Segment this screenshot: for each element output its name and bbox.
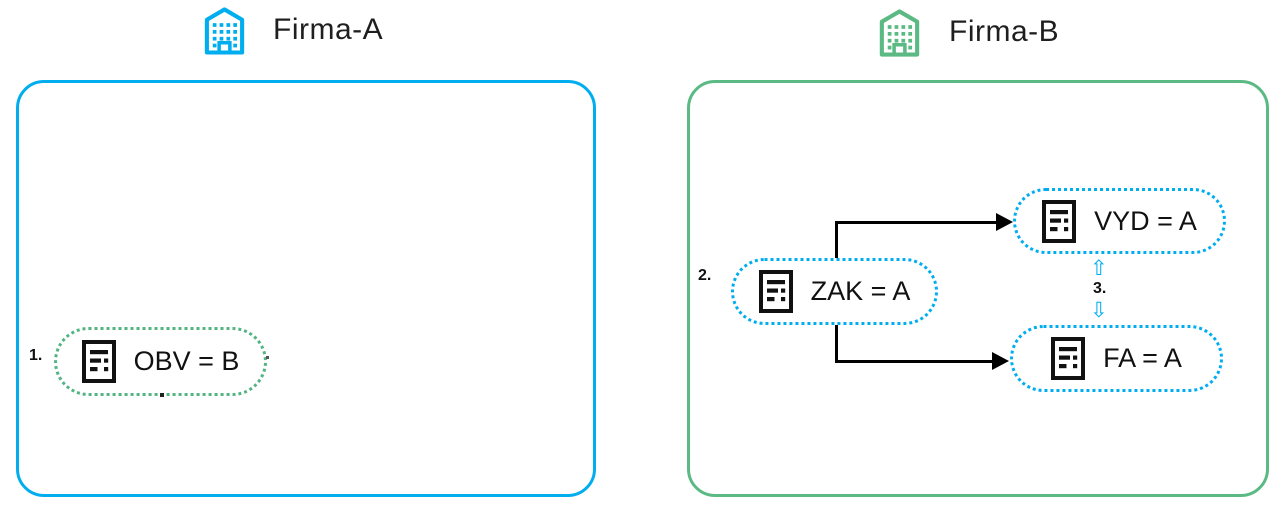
firma-a-box (16, 80, 596, 497)
connector-zak-to-vyd-horizontal (835, 221, 997, 224)
building-icon (876, 7, 923, 57)
document-icon (1042, 199, 1077, 243)
firma-a-header: Firma-A (202, 5, 383, 55)
firma-a-title: Firma-A (273, 13, 384, 46)
step-1-label: 1. (29, 347, 43, 364)
building-icon (202, 5, 247, 55)
node-zak: ZAK = A (731, 258, 938, 325)
connection-point-dot (160, 393, 164, 397)
connector-zak-to-fa-vertical (835, 323, 838, 363)
node-zak-label: ZAK = A (810, 276, 911, 306)
arrowhead-to-fa (992, 352, 1009, 370)
node-vyd: VYD = A (1013, 188, 1226, 254)
down-arrow-icon: ⇩ (1090, 299, 1108, 322)
node-obv-label: OBV = B (133, 346, 240, 376)
document-icon (758, 270, 793, 313)
firma-b-header: Firma-B (876, 7, 1059, 57)
node-fa-label: FA = A (1103, 343, 1182, 373)
document-icon (81, 340, 116, 383)
node-fa: FA = A (1010, 325, 1223, 392)
arrowhead-to-vyd (996, 213, 1013, 231)
up-arrow-icon: ⇧ (1090, 257, 1108, 280)
connector-zak-to-fa-horizontal (835, 360, 993, 363)
node-vyd-label: VYD = A (1094, 205, 1197, 236)
document-icon (1051, 337, 1086, 380)
connection-point-dot (266, 356, 269, 359)
node-obv: OBV = B (54, 327, 267, 396)
firma-b-title: Firma-B (949, 15, 1060, 48)
step-3-label: 3. (1093, 280, 1107, 297)
step-2-label: 2. (698, 267, 712, 284)
connector-zak-to-vyd-vertical (835, 221, 838, 260)
